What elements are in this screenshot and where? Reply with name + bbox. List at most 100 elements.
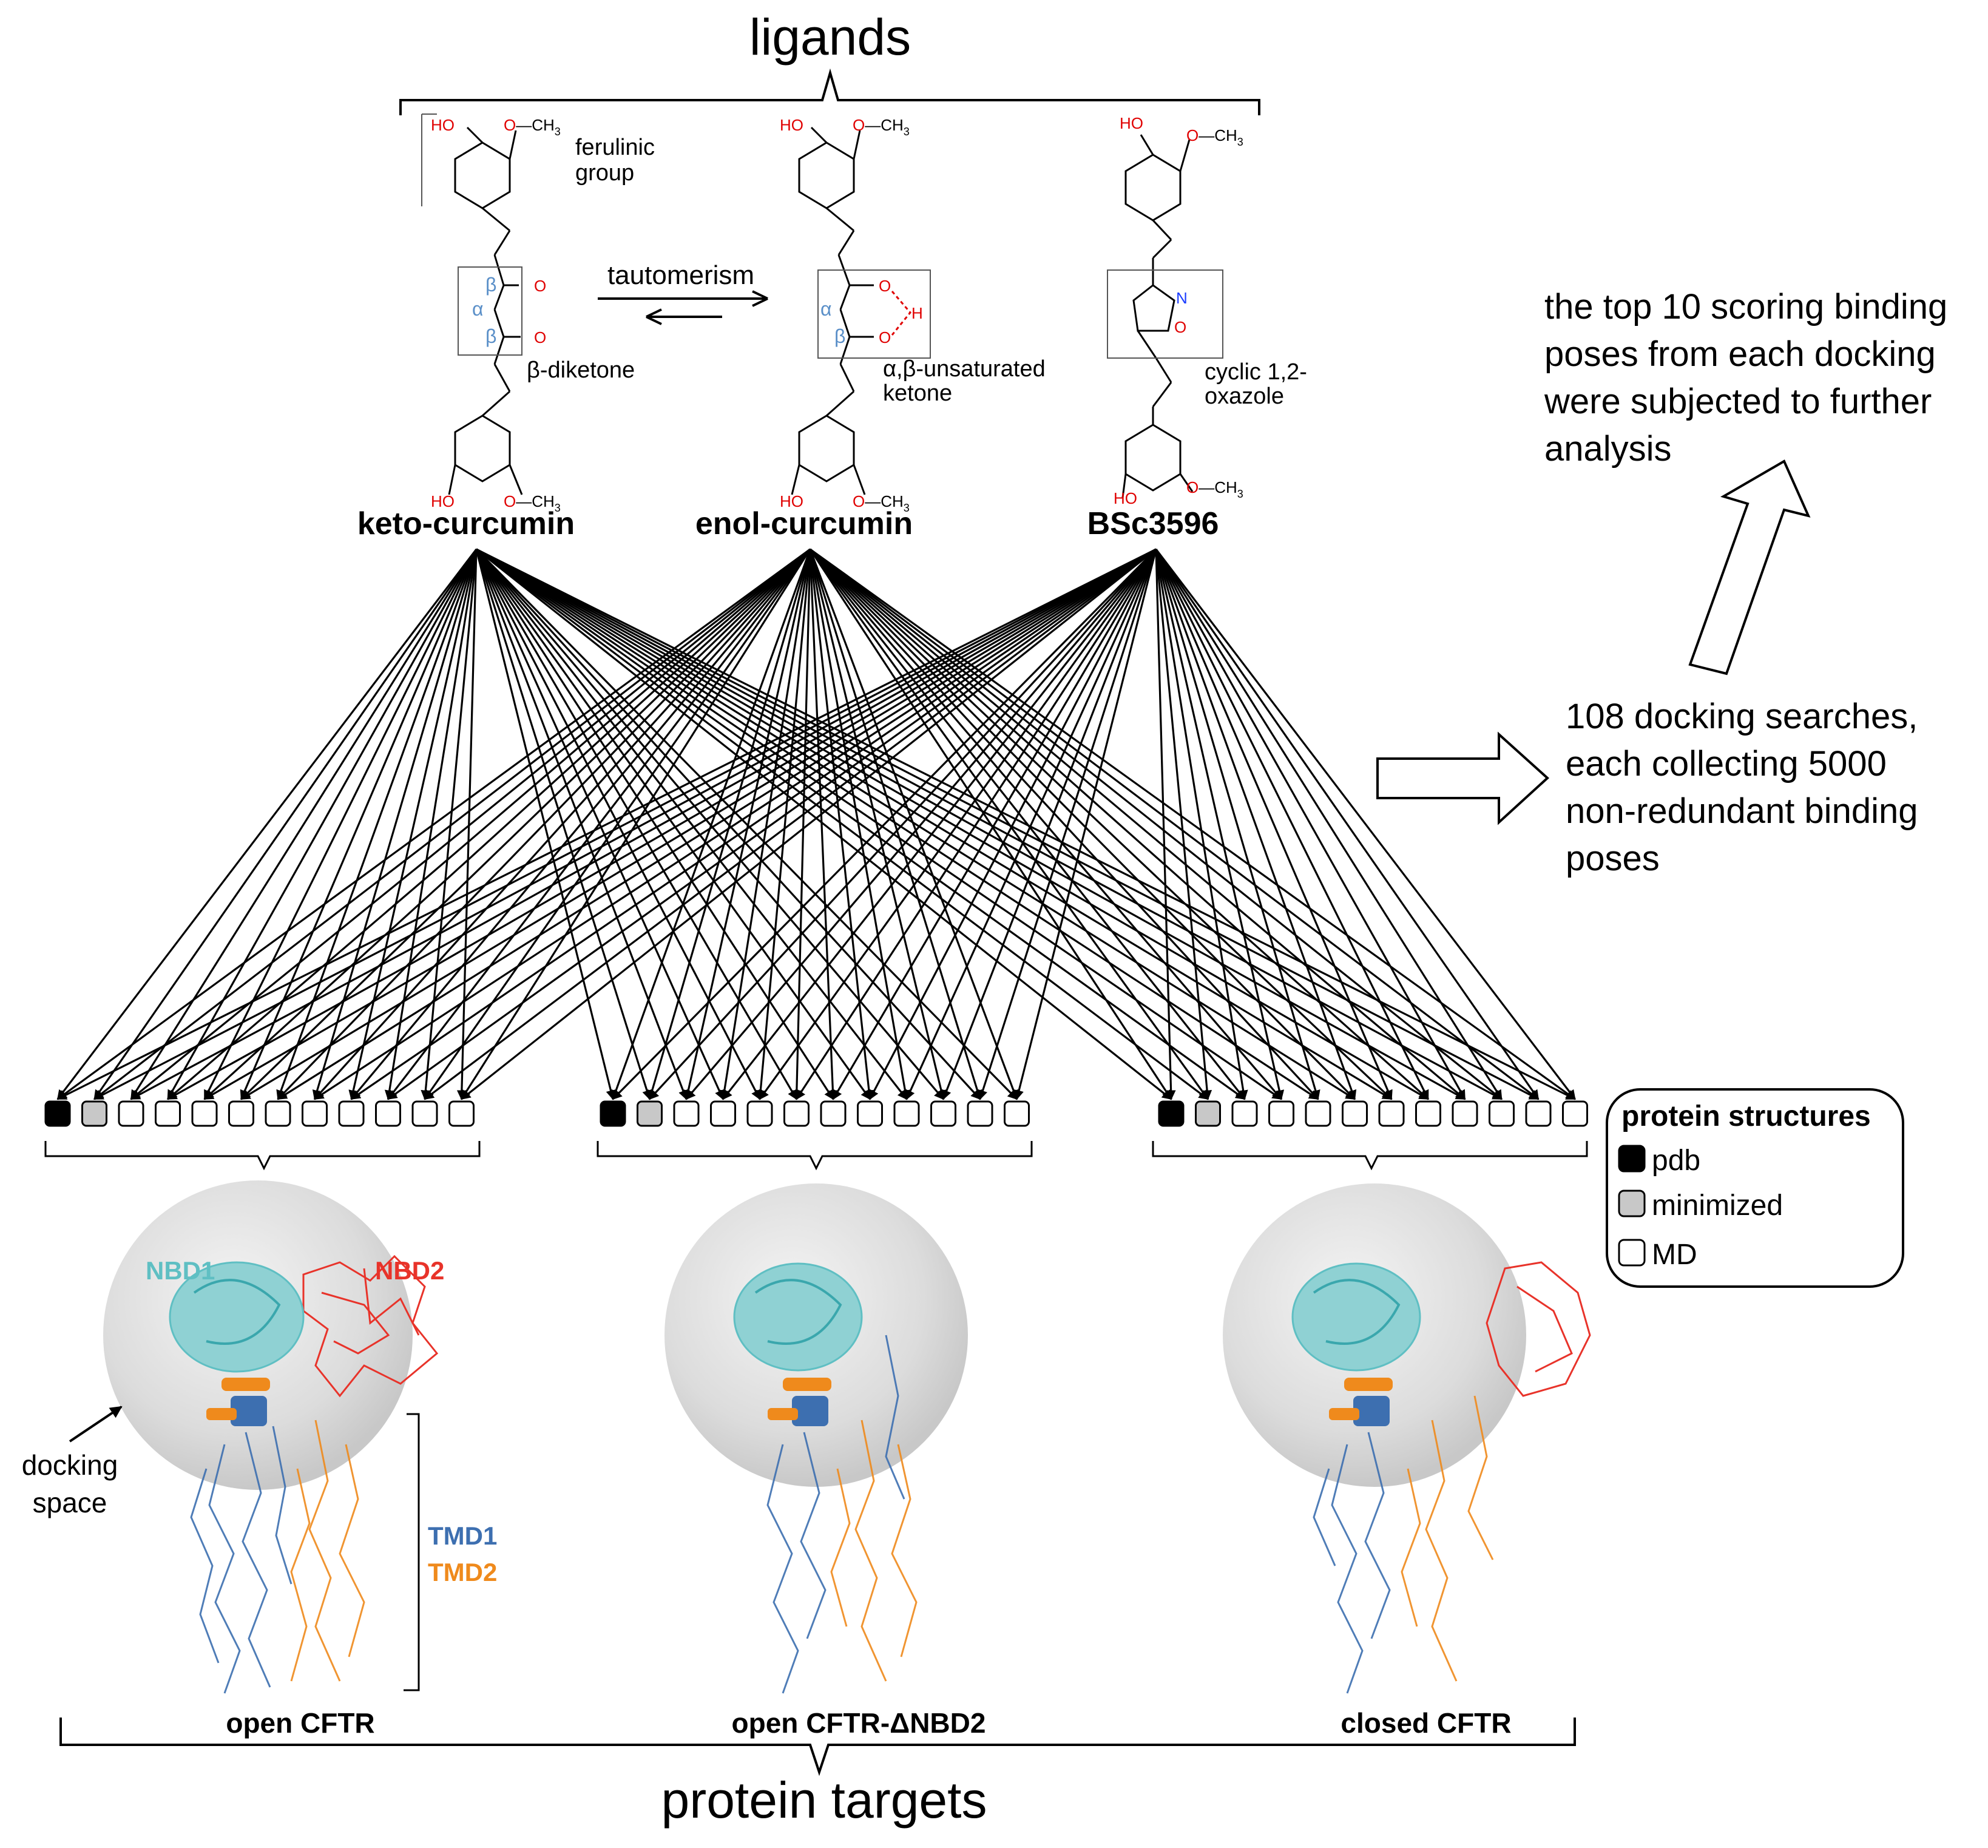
docking-arrow bbox=[1155, 549, 1393, 1100]
top10-arrow bbox=[1688, 459, 1811, 675]
docking-arrow bbox=[93, 549, 478, 1100]
docking-arrow bbox=[476, 548, 1576, 1100]
keto-beta-lower: β bbox=[485, 325, 496, 347]
docking-arrow bbox=[476, 548, 1172, 1100]
keto-ho-top: HO bbox=[431, 116, 455, 134]
docking-arrow bbox=[649, 548, 1157, 1100]
docking-arrow bbox=[350, 548, 1157, 1100]
docking-arrow bbox=[130, 549, 478, 1100]
docking-arrow bbox=[240, 548, 811, 1100]
top10-text: the top 10 scoring binding poses from ea… bbox=[1544, 287, 1957, 469]
structure-square-pdb bbox=[1158, 1100, 1185, 1127]
tmd-bracket bbox=[404, 1413, 420, 1691]
docking-arrow bbox=[1155, 549, 1429, 1100]
docking-arrow bbox=[167, 549, 478, 1100]
legend-swatch-pdb bbox=[1618, 1145, 1646, 1173]
structure-square-md bbox=[118, 1100, 144, 1127]
bsc3596-name: BSc3596 bbox=[1087, 506, 1219, 541]
structure-square-md bbox=[820, 1100, 847, 1127]
enol-ho-top: HO bbox=[780, 116, 803, 134]
docking-arrow bbox=[421, 549, 478, 1100]
docking-arrow bbox=[809, 549, 946, 1100]
docking-arrow bbox=[809, 548, 1466, 1100]
docking-arrow bbox=[312, 549, 478, 1100]
docking-arrow bbox=[56, 549, 478, 1100]
structure-square-md bbox=[710, 1100, 736, 1127]
docking-arrow bbox=[1155, 549, 1503, 1100]
docking-arrow bbox=[476, 548, 1540, 1100]
structure-square-md bbox=[375, 1100, 401, 1127]
docking-arrow bbox=[240, 548, 1157, 1100]
docking-arrow bbox=[1155, 549, 1248, 1100]
docking-arrow bbox=[756, 549, 811, 1100]
beta-diketone-label: β-diketone bbox=[527, 357, 635, 383]
docking-arrow bbox=[475, 549, 797, 1100]
keto-o-lower: O bbox=[534, 328, 546, 347]
docking-arrow bbox=[475, 549, 616, 1100]
docking-arrow bbox=[809, 548, 1356, 1100]
structure-square-md bbox=[265, 1100, 291, 1127]
closed-cftr-label: closed CFTR bbox=[1341, 1707, 1511, 1739]
docking-arrow bbox=[1155, 549, 1320, 1100]
docking-arrow bbox=[1155, 549, 1357, 1100]
structure-square-md bbox=[155, 1100, 181, 1127]
open-cftr-dnbd2-model: open CFTR-ΔNBD2 bbox=[664, 1183, 986, 1739]
legend-box bbox=[1606, 1088, 1904, 1288]
docking-arrow bbox=[56, 548, 1157, 1100]
docking-arrow bbox=[683, 549, 811, 1100]
nbd1-label: NBD1 bbox=[146, 1256, 215, 1285]
docking-arrow bbox=[203, 548, 811, 1100]
docking-arrow bbox=[476, 548, 1429, 1100]
structure-squares bbox=[44, 1100, 1588, 1127]
legend-label-pdb: pdb bbox=[1652, 1145, 1700, 1177]
docking-arrow bbox=[1155, 549, 1576, 1100]
structure-square-md bbox=[1342, 1100, 1368, 1127]
legend-label-minimized: minimized bbox=[1652, 1190, 1783, 1222]
docking-arrow bbox=[56, 548, 811, 1100]
docking-arrow bbox=[276, 549, 478, 1100]
docking-arrow bbox=[130, 548, 811, 1100]
structure-square-md bbox=[1305, 1100, 1331, 1127]
enol-och3-top: O—CH3 bbox=[853, 116, 910, 138]
docking-arrow bbox=[647, 549, 811, 1100]
docking-arrow bbox=[832, 549, 1157, 1100]
docking-arrow bbox=[475, 549, 871, 1100]
structure-square-md bbox=[1489, 1100, 1515, 1127]
structure-square-md bbox=[746, 1100, 773, 1127]
structure-square-md bbox=[930, 1100, 956, 1127]
bsc-och3-bottom: O—CH3 bbox=[1186, 478, 1243, 500]
enol-alpha: α bbox=[820, 298, 832, 320]
keto-diketone-box bbox=[458, 266, 522, 356]
structure-square-md bbox=[191, 1100, 218, 1127]
docking-arrow bbox=[314, 548, 1157, 1100]
docking-connections bbox=[56, 548, 1576, 1100]
structure-square-md bbox=[1231, 1100, 1258, 1127]
structure-square-md bbox=[783, 1100, 810, 1127]
structure-square-minimized bbox=[81, 1100, 107, 1127]
nbd2-label: NBD2 bbox=[375, 1256, 444, 1285]
enol-ho-bottom: HO bbox=[780, 492, 803, 510]
enol-och3-bottom: O—CH3 bbox=[853, 492, 910, 514]
structure-square-pdb bbox=[44, 1100, 71, 1127]
structure-square-md bbox=[228, 1100, 254, 1127]
docking-arrow bbox=[942, 549, 1157, 1100]
docking-arrow bbox=[424, 548, 1157, 1100]
tmd1-label: TMD1 bbox=[428, 1521, 497, 1550]
docking-arrow bbox=[759, 549, 1157, 1100]
structure-square-md bbox=[1562, 1100, 1588, 1127]
keto-och3-top: O—CH3 bbox=[504, 116, 561, 138]
keto-ho-bottom: HO bbox=[431, 492, 455, 510]
docking-searches-text: 108 docking searches, each collecting 50… bbox=[1566, 697, 1928, 878]
docking-arrow bbox=[475, 549, 652, 1100]
structure-square-md bbox=[673, 1100, 700, 1127]
docking-arrow bbox=[475, 548, 1018, 1100]
docking-arrow bbox=[809, 548, 1429, 1100]
docking-arrow bbox=[809, 549, 1018, 1100]
structure-square-md bbox=[411, 1100, 438, 1127]
docking-arrow bbox=[476, 548, 1246, 1100]
docking-searches-arrow bbox=[1376, 731, 1549, 825]
keto-och3-bottom: O—CH3 bbox=[504, 492, 561, 514]
docking-arrow bbox=[93, 548, 1157, 1100]
